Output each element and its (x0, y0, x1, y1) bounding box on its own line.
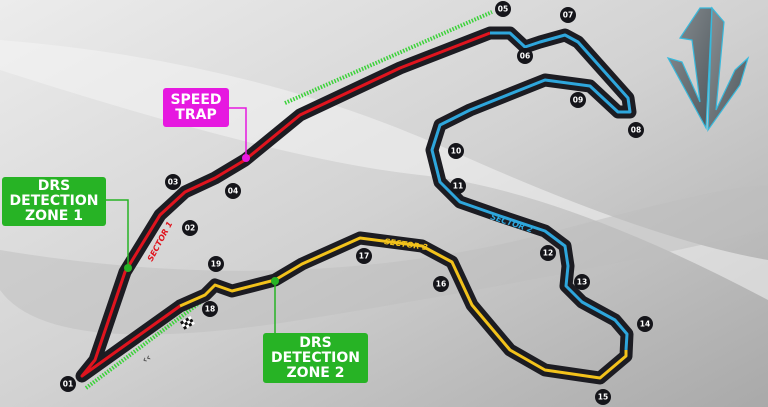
turn-number: 11 (453, 182, 463, 191)
turn-number: 03 (168, 178, 178, 187)
speed-trap-text: SPEED (170, 91, 222, 108)
turn-marker (495, 1, 511, 17)
drs-1-text: DETECTION (9, 193, 99, 209)
turn-number: 18 (205, 305, 215, 314)
drs-1-text: ZONE 1 (25, 208, 83, 224)
turn-marker (225, 183, 241, 199)
turn-marker (574, 274, 590, 290)
drs-detection-zone-2-label: DRS DETECTION ZONE 2 (263, 333, 368, 383)
checkered-flag-icon (180, 316, 195, 330)
turn-marker (448, 143, 464, 159)
turn-number: 01 (63, 380, 73, 389)
turn-number: 06 (520, 52, 530, 61)
sector-1-line (80, 31, 491, 378)
turn-marker (595, 389, 611, 405)
turn-number: 17 (359, 252, 369, 261)
turn-number: 12 (543, 249, 553, 258)
turn-number: 14 (640, 320, 650, 329)
turn-marker (540, 245, 556, 261)
turn-number: 04 (228, 187, 238, 196)
drs-detection-zone-1-label: DRS DETECTION ZONE 1 (2, 177, 106, 226)
turn-number: 10 (451, 147, 461, 156)
turn-number: 19 (211, 260, 221, 269)
turn-marker (165, 174, 181, 190)
speed-trap-pointer (229, 107, 247, 158)
drs-2-marker (271, 277, 279, 285)
drs-2-text: DRS (299, 334, 332, 351)
drs-1-pointer (106, 199, 129, 268)
turn-number: 05 (498, 5, 508, 14)
turn-number: 13 (577, 278, 587, 287)
turn-number: 09 (573, 96, 583, 105)
speed-trap-label: SPEED TRAP (163, 88, 229, 127)
turn-number: 07 (563, 11, 573, 20)
turn-number: 15 (598, 393, 608, 402)
turn-marker (637, 316, 653, 332)
turn-marker (208, 256, 224, 272)
turn-marker (628, 122, 644, 138)
sector-2-line (430, 31, 632, 351)
drs-2-text: ZONE 2 (286, 364, 345, 381)
turn-number: 16 (436, 280, 446, 289)
turn-number: 02 (185, 224, 195, 233)
speed-trap-marker (242, 154, 250, 162)
turn-markers: 01 02 03 04 05 06 07 08 09 10 11 12 13 14 15 16 17 18 19 (60, 1, 653, 405)
turn-marker (202, 301, 218, 317)
speed-trap-text: TRAP (175, 106, 217, 123)
drs-zone-2-line (84, 296, 208, 390)
turn-marker (356, 248, 372, 264)
turn-number: 08 (631, 126, 641, 135)
turn-marker (433, 276, 449, 292)
turn-marker (560, 7, 576, 23)
sector-3-line (179, 236, 628, 380)
drs-2-text: DETECTION (271, 349, 360, 366)
turn-marker (60, 376, 76, 392)
turn-marker (517, 48, 533, 64)
turn-marker (450, 178, 466, 194)
turn-marker (182, 220, 198, 236)
drs-1-text: DRS (37, 178, 71, 194)
drs-1-marker (124, 264, 132, 272)
turn-marker (570, 92, 586, 108)
sw-logo (666, 6, 750, 132)
